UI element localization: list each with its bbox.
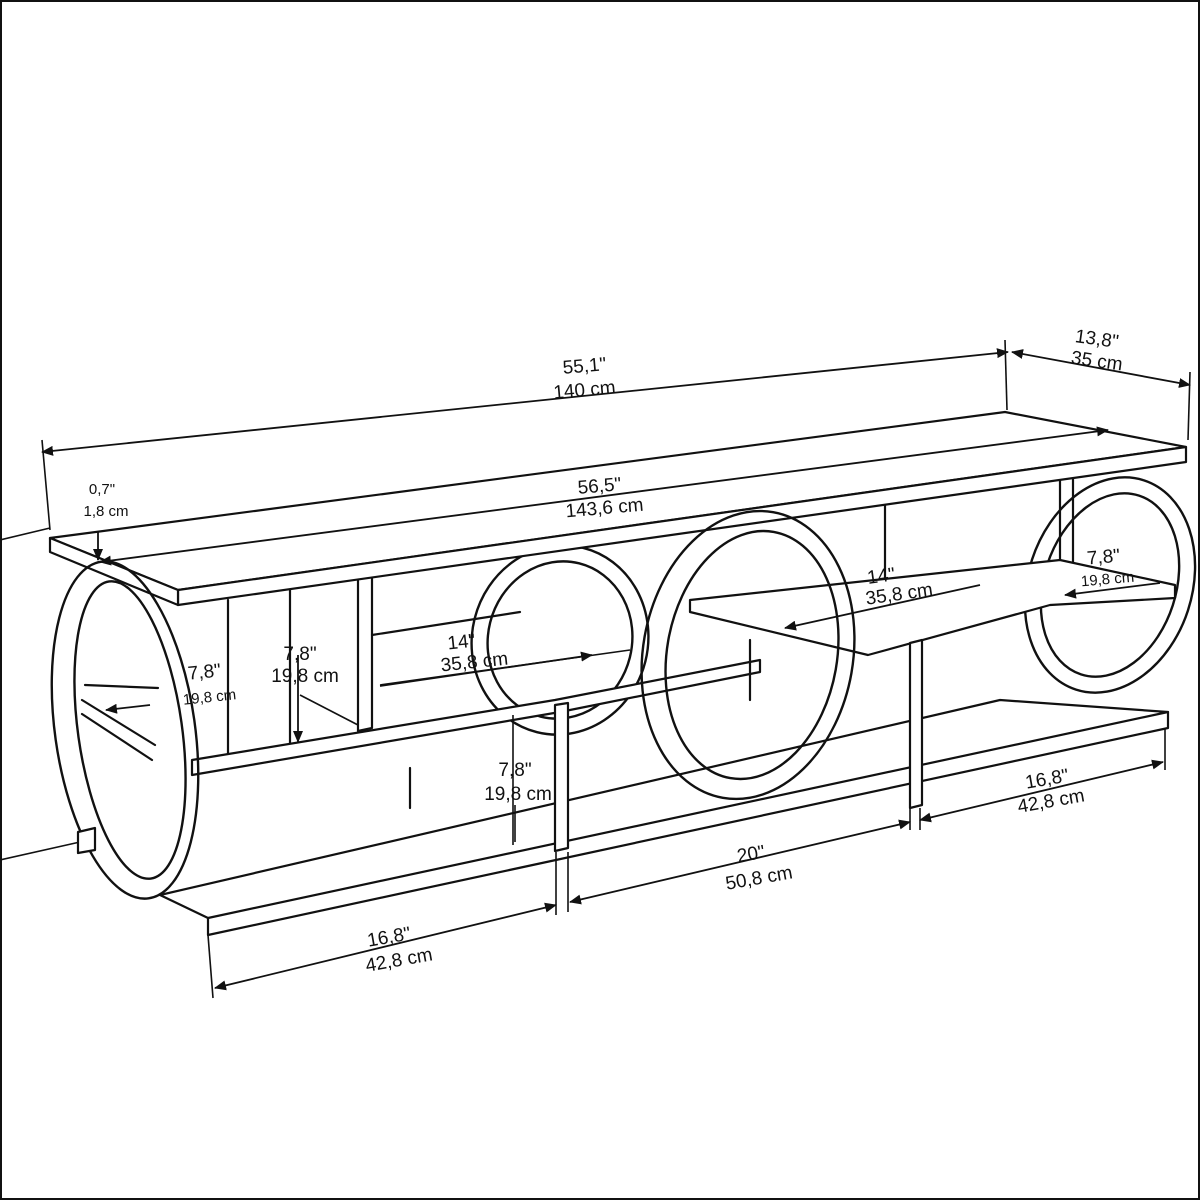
dimension-lines <box>41 339 1191 999</box>
label-right-end-in: 7,8" <box>1086 546 1121 570</box>
divider-left <box>356 573 374 733</box>
label-top-thickness-in: 0,7" <box>89 481 115 498</box>
shelf-line <box>80 698 157 747</box>
dim-bottom-left-line <box>214 902 557 991</box>
label-left-shelf-depth-in: 14" <box>446 631 476 655</box>
label-left-shelf-height-cm: 19,8 cm <box>271 666 339 687</box>
label-bottom-center-cm: 50,8 cm <box>724 862 794 894</box>
left-foot <box>76 826 97 855</box>
left-end-ring-inner <box>73 580 187 880</box>
label-right-end-cm: 19,8 cm <box>1080 569 1135 591</box>
label-overall-width-cm: 140 cm <box>553 377 617 403</box>
dim-left-shelf-depth-line <box>379 651 593 687</box>
label-bottom-left-in: 16,8" <box>366 923 413 951</box>
dim-bottom-center-line <box>569 819 911 905</box>
label-middle-shelf-depth-in: 14" <box>866 564 897 589</box>
label-top-length-in: 56,5" <box>577 474 622 499</box>
dim-overall-depth-line <box>1011 349 1191 388</box>
shelf-line <box>80 712 154 762</box>
label-left-shelf-height-in: 7,8" <box>283 644 316 665</box>
bottom-board <box>158 698 1170 920</box>
dim-right-end-line <box>1064 582 1161 599</box>
dim-left-end-line <box>105 703 151 714</box>
divider-center-lower <box>553 701 570 853</box>
label-overall-width-in: 55,1" <box>562 354 607 379</box>
background-line <box>0 841 81 861</box>
dim-top-length-line <box>99 426 1109 566</box>
extension-line <box>41 439 51 531</box>
shelf-line <box>370 610 522 637</box>
dim-bottom-right-line <box>919 759 1164 823</box>
label-left-end-cm: 19,8 cm <box>182 686 237 708</box>
label-bottom-center-in: 20" <box>735 842 766 868</box>
middle-shelf-left <box>190 658 762 777</box>
label-lower-center-in: 7,8" <box>498 760 531 781</box>
divider-right <box>908 638 924 810</box>
background-line <box>0 527 51 541</box>
extension-line <box>1004 339 1008 411</box>
left-end-ring-outer <box>50 560 200 900</box>
shelf-line <box>299 694 359 726</box>
extension-line <box>1187 371 1191 441</box>
dim-middle-shelf-depth-line <box>784 584 981 631</box>
label-top-thickness-cm: 1,8 cm <box>83 503 128 520</box>
extension-line <box>207 934 214 999</box>
shelf-line <box>83 683 160 690</box>
label-lower-center-cm: 19,8 cm <box>484 784 552 805</box>
label-left-end-in: 7,8" <box>187 660 222 684</box>
